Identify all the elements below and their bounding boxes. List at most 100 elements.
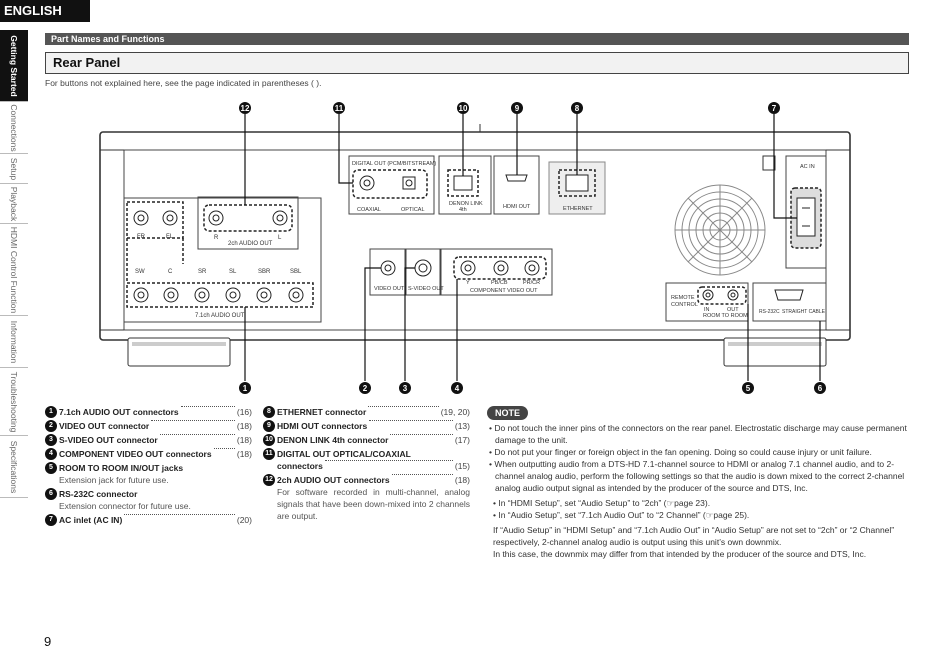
svg-text:4th: 4th <box>459 207 467 213</box>
svg-text:SL: SL <box>229 269 237 275</box>
callout-6-num: 6 <box>818 384 823 393</box>
digital-labels: DIGITAL OUT (PCM/BITSTREAM) COAXIAL OPTI… <box>352 161 436 213</box>
svg-text:OUT: OUT <box>727 307 739 313</box>
tab-connections[interactable]: Connections <box>0 102 28 154</box>
note-bullet-1: • Do not touch the inner pins of the con… <box>489 423 907 445</box>
video-out-label: VIDEO OUT <box>374 286 405 292</box>
callout-3 <box>399 382 411 394</box>
tab-hdmi-control[interactable]: HDMI Control Function <box>0 224 28 316</box>
leader-lines <box>244 114 821 381</box>
rs232c-panel <box>752 282 827 322</box>
callout-10 <box>457 102 469 114</box>
svg-text:PB/CB: PB/CB <box>491 280 508 286</box>
denon-link-labels: DENON LINK 4th <box>449 201 483 213</box>
note-para-2: In this case, the downmix may differ fro… <box>493 549 867 559</box>
svg-text:SBR: SBR <box>258 269 271 275</box>
svg-text:Y: Y <box>466 280 470 286</box>
svg-text:DENON LINK: DENON LINK <box>449 201 483 207</box>
tab-playback[interactable]: Playback <box>0 184 28 224</box>
ac-in-panel <box>785 155 827 269</box>
svg-text:R: R <box>214 235 219 241</box>
svg-text:RS-232C: RS-232C <box>759 309 780 315</box>
svg-text:DIGITAL OUT (PCM/BITSTREAM): DIGITAL OUT (PCM/BITSTREAM) <box>352 161 436 167</box>
fan-grille <box>674 184 766 276</box>
rs232c-port <box>774 289 804 301</box>
denon-link-panel <box>438 155 492 215</box>
tab-setup[interactable]: Setup <box>0 154 28 184</box>
legend-item-11-cont: connectors(15) <box>277 460 470 471</box>
svg-text:7.1ch AUDIO OUT: 7.1ch AUDIO OUT <box>195 313 245 319</box>
rear-panel-diagram: FR FL SW C SR SL SBR SBL 7.1ch AUDIO OUT… <box>99 102 851 394</box>
callout-10-num: 10 <box>459 104 468 113</box>
svg-text:FL: FL <box>166 234 174 240</box>
denon-link-port <box>453 175 473 191</box>
hdmi-label: HDMI OUT <box>503 204 531 210</box>
callout-8 <box>571 102 583 114</box>
svg-text:STRAIGHT CABLE: STRAIGHT CABLE <box>782 309 826 315</box>
callout-4-num: 4 <box>455 384 460 393</box>
svg-text:FR: FR <box>137 234 146 240</box>
audio-71-panel <box>123 197 322 323</box>
svg-text:OPTICAL: OPTICAL <box>401 207 425 213</box>
component-labels: Y PB/CB PR/CR COMPONENT VIDEO OUT <box>466 280 540 294</box>
callout-5-num: 5 <box>746 384 751 393</box>
audio-2ch-panel <box>197 196 299 250</box>
svg-text:CONTROL: CONTROL <box>671 302 698 308</box>
room-to-room-labels: REMOTE CONTROL IN OUT ROOM TO ROOM <box>671 295 748 319</box>
svg-text:2ch AUDIO OUT: 2ch AUDIO OUT <box>228 241 273 247</box>
side-tabs: Getting Started Connections Setup Playba… <box>0 30 28 498</box>
svg-text:PR/CR: PR/CR <box>523 280 540 286</box>
note-section: NOTE • Do not touch the inner pins of th… <box>487 406 909 560</box>
callout-11-num: 11 <box>335 104 344 113</box>
audio-2ch-labels: R L 2ch AUDIO OUT <box>214 235 282 247</box>
tab-label: Specifications <box>9 440 19 493</box>
callout-7 <box>768 102 780 114</box>
callout-11 <box>333 102 345 114</box>
component-jacks <box>460 260 540 276</box>
feet <box>127 337 827 367</box>
svideo-label: S-VIDEO OUT <box>408 286 444 292</box>
callout-3-num: 3 <box>403 384 408 393</box>
rs232c-labels: RS-232C STRAIGHT CABLE <box>759 309 826 315</box>
ethernet-port <box>565 174 589 192</box>
digital-out-panel <box>348 155 435 215</box>
tab-getting-started[interactable]: Getting Started <box>0 30 28 102</box>
rca-jacks-71 <box>133 210 304 303</box>
callout-2 <box>359 382 371 394</box>
digital-jacks <box>359 175 416 191</box>
svg-text:SBL: SBL <box>290 269 302 275</box>
svideo-panel <box>405 248 441 296</box>
language-tab: ENGLISH <box>0 0 90 22</box>
svg-text:REMOTE: REMOTE <box>671 295 695 301</box>
svg-text:ROOM TO ROOM: ROOM TO ROOM <box>703 313 748 319</box>
callout-7-num: 7 <box>772 104 777 113</box>
room-to-room-panel <box>665 282 749 322</box>
svg-text:IN: IN <box>704 307 710 313</box>
callout-12-num: 12 <box>241 104 250 113</box>
tab-information[interactable]: Information <box>0 316 28 368</box>
grounding-terminal <box>762 155 776 171</box>
ethernet-label: ETHERNET <box>563 206 593 212</box>
svg-text:COMPONENT VIDEO OUT: COMPONENT VIDEO OUT <box>470 288 538 294</box>
tab-specifications[interactable]: Specifications <box>0 436 28 498</box>
callout-9 <box>511 102 523 114</box>
tab-troubleshooting[interactable]: Troubleshooting <box>0 368 28 436</box>
note-badge: NOTE <box>487 406 529 420</box>
ac-in-label: AC IN <box>800 164 815 170</box>
note-para-1: If “Audio Setup” in “HDMI Setup” and “7.… <box>493 525 895 547</box>
page-title: Rear Panel <box>53 55 121 70</box>
legend-item-12-desc: For software recorded in multi-channel, … <box>277 487 470 521</box>
callout-5 <box>742 382 754 394</box>
